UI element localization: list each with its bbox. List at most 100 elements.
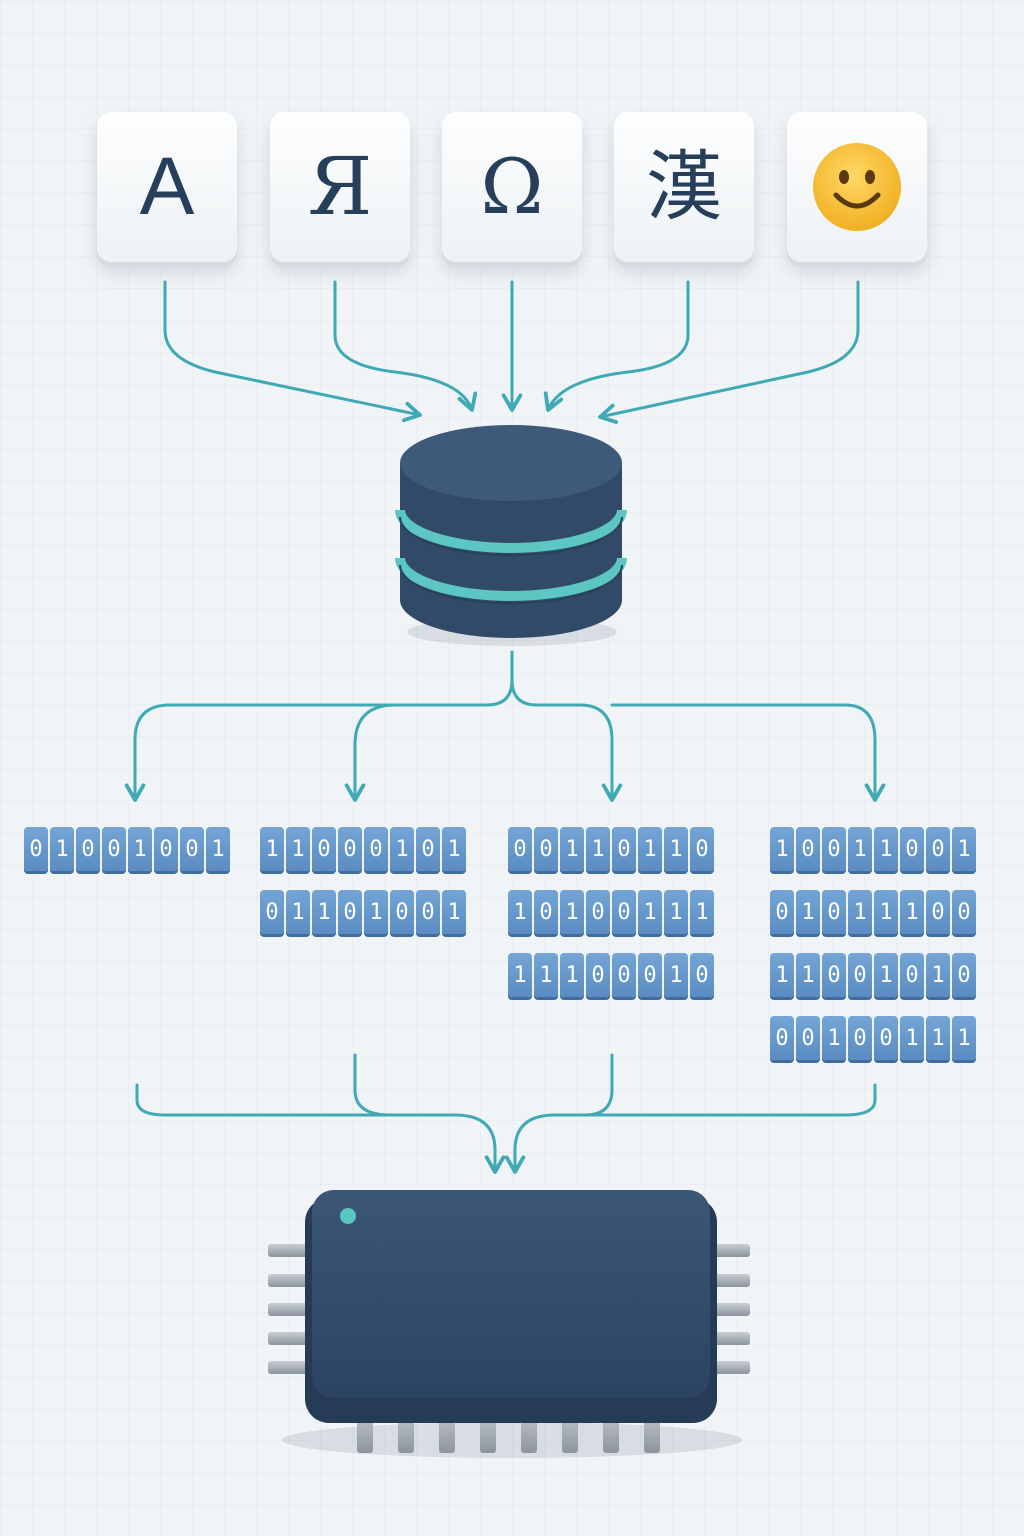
bit-cell: 1 (952, 1016, 976, 1060)
smiley-face-icon (813, 143, 901, 231)
bit-cell: 1 (848, 890, 872, 934)
bit-cell: 0 (260, 890, 284, 934)
merge-mid-right (583, 1053, 614, 1117)
bit-cell: 0 (586, 953, 610, 997)
bit-cell: 1 (560, 827, 584, 871)
tile-cyrillic-ya: Я (270, 112, 410, 262)
bit-cell: 1 (508, 953, 532, 997)
bit-cell: 1 (508, 890, 532, 934)
bit-cell: 0 (900, 953, 924, 997)
bit-cell: 0 (312, 827, 336, 871)
chip-pin1-dot (340, 1208, 356, 1224)
glyph-han: 漢 (646, 142, 722, 231)
database-icon (395, 425, 627, 646)
bit-cell: 1 (638, 890, 662, 934)
bit-cell: 1 (926, 1016, 950, 1060)
bit-cell: 0 (416, 827, 440, 871)
bit-cell: 0 (612, 953, 636, 997)
bit-cell: 1 (638, 827, 662, 871)
tile-latin-a: A (97, 112, 237, 262)
bit-cell: 0 (76, 827, 100, 871)
bit-cell: 1 (874, 827, 898, 871)
bit-cell: 1 (442, 890, 466, 934)
microchip-icon (268, 1190, 750, 1458)
bit-cell: 1 (874, 953, 898, 997)
bit-cell: 0 (154, 827, 178, 871)
bit-cell: 0 (926, 827, 950, 871)
bit-cell: 0 (796, 1016, 820, 1060)
glyph-latin-a: A (139, 141, 195, 232)
bit-cell: 1 (690, 890, 714, 934)
output-connectors (124, 650, 886, 802)
bit-cell: 1 (534, 953, 558, 997)
bit-cell: 0 (900, 827, 924, 871)
bit-cell: 0 (690, 953, 714, 997)
bit-cell: 1 (664, 953, 688, 997)
branch-trunk (124, 650, 514, 802)
bit-cell: 1 (770, 953, 794, 997)
bit-cell: 0 (770, 1016, 794, 1060)
connector-han (543, 280, 690, 412)
glyph-cyrillic-ya: Я (307, 140, 373, 233)
bit-cell: 1 (770, 827, 794, 871)
bit-cell: 0 (534, 827, 558, 871)
tile-emoji (787, 112, 927, 262)
tile-greek-omega: Ω (442, 112, 582, 262)
bit-cell: 0 (102, 827, 126, 871)
bit-cell: 1 (260, 827, 284, 871)
bit-cell: 1 (900, 1016, 924, 1060)
connector-a (163, 280, 422, 423)
bit-cell: 1 (50, 827, 74, 871)
bit-cell: 0 (612, 890, 636, 934)
bit-cell: 1 (796, 890, 820, 934)
bit-cell: 1 (874, 890, 898, 934)
bit-cell: 0 (926, 890, 950, 934)
merge-mid-left (353, 1053, 392, 1117)
bit-cell: 0 (822, 953, 846, 997)
bit-cell: 1 (286, 890, 310, 934)
chip-connectors (135, 1053, 877, 1174)
bit-cell: 0 (874, 1016, 898, 1060)
bit-cell: 1 (286, 827, 310, 871)
branch-four-byte (610, 703, 886, 802)
bit-cell: 0 (416, 890, 440, 934)
bit-cell: 1 (206, 827, 230, 871)
bit-cell: 1 (796, 953, 820, 997)
bit-cell: 0 (952, 953, 976, 997)
connector-emoji (598, 280, 860, 424)
bit-cell: 1 (312, 890, 336, 934)
bit-cell: 1 (822, 1016, 846, 1060)
bit-cell: 0 (796, 827, 820, 871)
bit-cell: 0 (822, 827, 846, 871)
input-connectors (163, 280, 860, 424)
bit-cell: 0 (612, 827, 636, 871)
bit-cell: 1 (926, 953, 950, 997)
bit-cell: 0 (822, 890, 846, 934)
bit-cell: 0 (690, 827, 714, 871)
bit-cell: 0 (338, 827, 362, 871)
bit-cell: 0 (24, 827, 48, 871)
bit-cell: 0 (952, 890, 976, 934)
bit-cell: 0 (770, 890, 794, 934)
bit-cell: 0 (338, 890, 362, 934)
bit-cell: 1 (952, 827, 976, 871)
bit-cell: 1 (848, 827, 872, 871)
glyph-greek-omega: Ω (480, 142, 544, 231)
merge-left (135, 1083, 506, 1174)
bit-cell: 0 (638, 953, 662, 997)
bit-cell: 0 (534, 890, 558, 934)
bit-cell: 1 (664, 827, 688, 871)
tile-han: 漢 (614, 112, 754, 262)
bit-cell: 1 (560, 890, 584, 934)
bit-cell: 1 (586, 827, 610, 871)
bit-cell: 0 (586, 890, 610, 934)
bit-cell: 0 (364, 827, 388, 871)
